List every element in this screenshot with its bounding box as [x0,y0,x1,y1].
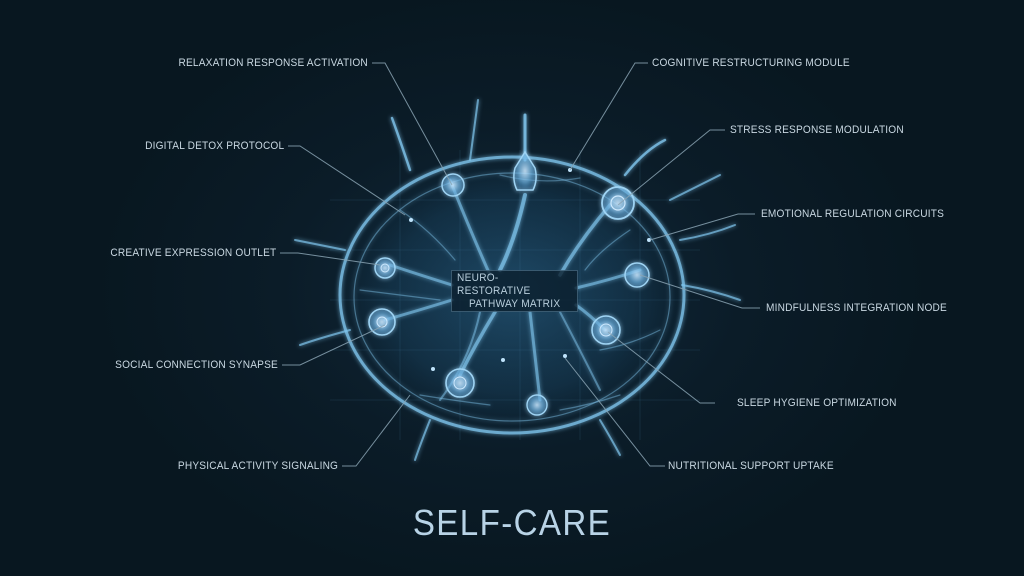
label-relaxation-response: RELAXATION RESPONSE ACTIVATION [178,57,368,69]
label-mindfulness-integration: MINDFULNESS INTEGRATION NODE [766,302,947,314]
label-emotional-regulation: EMOTIONAL REGULATION CIRCUITS [761,208,945,220]
center-label-line1: NEURO-RESTORATIVE [457,271,531,297]
page-title: SELF-CARE [412,502,612,543]
center-label-line2: PATHWAY MATRIX [468,297,561,310]
label-digital-detox: DIGITAL DETOX PROTOCOL [144,140,284,152]
label-physical-activity: PHYSICAL ACTIVITY SIGNALING [177,460,338,472]
leader-lines [280,62,760,467]
label-nutritional-support: NUTRITIONAL SUPPORT UPTAKE [668,460,834,472]
center-label-box: NEURO-RESTORATIVE PATHWAY MATRIX [451,270,578,312]
label-stress-response: STRESS RESPONSE MODULATION [730,124,904,136]
label-sleep-hygiene: SLEEP HYGIENE OPTIMIZATION [737,397,897,409]
label-cognitive-restructuring: COGNITIVE RESTRUCTURING MODULE [652,57,850,69]
label-social-connection: SOCIAL CONNECTION SYNAPSE [115,359,278,371]
neuron-somas [368,150,650,416]
label-creative-expression: CREATIVE EXPRESSION OUTLET [110,247,276,259]
